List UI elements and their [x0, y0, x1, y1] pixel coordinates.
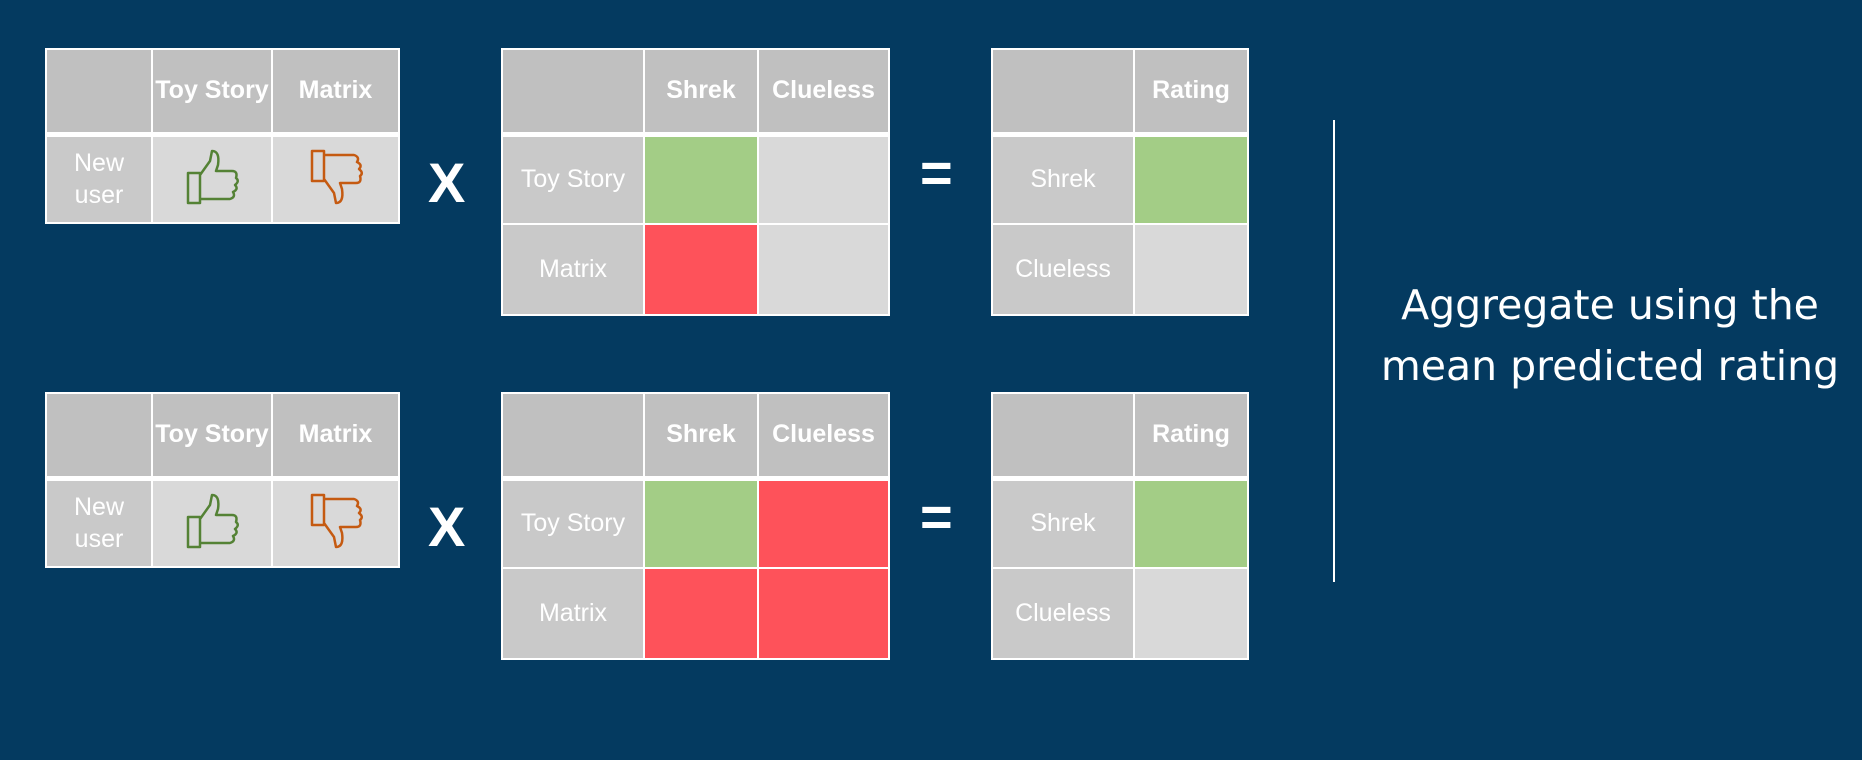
row-label-shrek: Shrek [991, 477, 1135, 569]
thumbs-up-icon [184, 147, 240, 207]
similarity-table-2: Shrek Clueless Toy Story Matrix [501, 392, 890, 660]
row-label-matrix: Matrix [501, 223, 645, 316]
corner-cell [501, 48, 645, 137]
equals-operator: = [920, 141, 953, 204]
col-header-matrix: Matrix [271, 392, 400, 481]
equals-operator: = [920, 485, 953, 548]
row-label-new-user: New user [45, 477, 153, 568]
result-cell-positive [1133, 477, 1249, 569]
multiply-operator: X [428, 495, 466, 558]
multiply-operator: X [428, 151, 466, 214]
corner-cell [991, 48, 1135, 137]
corner-cell [45, 48, 153, 137]
thumbs-up-icon [184, 491, 240, 551]
similarity-cell-positive [643, 477, 759, 569]
user-rating-table-2: Toy Story Matrix New user [45, 392, 400, 568]
caption-line-2: mean predicted rating [1380, 342, 1840, 390]
row-label-toy-story: Toy Story [501, 477, 645, 569]
col-header-rating: Rating [1133, 48, 1249, 137]
row-label-matrix: Matrix [501, 567, 645, 660]
vertical-divider [1333, 120, 1335, 582]
result-cell-positive [1133, 133, 1249, 225]
user-rating-table-1: Toy Story Matrix New user [45, 48, 400, 224]
rating-cell-matrix [271, 477, 400, 568]
similarity-cell-negative [643, 567, 759, 660]
rating-cell-toy-story [151, 477, 273, 568]
row-label-clueless: Clueless [991, 223, 1135, 316]
row-label-toy-story: Toy Story [501, 133, 645, 225]
similarity-cell-empty [757, 223, 890, 316]
similarity-cell-negative [643, 223, 759, 316]
col-header-clueless: Clueless [757, 48, 890, 137]
similarity-cell-positive [643, 133, 759, 225]
similarity-cell-negative [757, 477, 890, 569]
corner-cell [45, 392, 153, 481]
col-header-rating: Rating [1133, 392, 1249, 481]
row-label-new-user: New user [45, 133, 153, 224]
row-label-clueless: Clueless [991, 567, 1135, 660]
thumbs-down-icon [308, 491, 364, 551]
col-header-matrix: Matrix [271, 48, 400, 137]
col-header-toy-story: Toy Story [151, 48, 273, 137]
col-header-shrek: Shrek [643, 392, 759, 481]
result-cell-empty [1133, 223, 1249, 316]
thumbs-down-icon [308, 147, 364, 207]
similarity-cell-empty [757, 133, 890, 225]
similarity-cell-negative [757, 567, 890, 660]
col-header-toy-story: Toy Story [151, 392, 273, 481]
col-header-clueless: Clueless [757, 392, 890, 481]
result-table-1: Rating Shrek Clueless [991, 48, 1249, 316]
caption-line-1: Aggregate using the [1401, 281, 1819, 329]
result-cell-empty [1133, 567, 1249, 660]
row-label-shrek: Shrek [991, 133, 1135, 225]
corner-cell [501, 392, 645, 481]
similarity-table-1: Shrek Clueless Toy Story Matrix [501, 48, 890, 316]
col-header-shrek: Shrek [643, 48, 759, 137]
corner-cell [991, 392, 1135, 481]
result-table-2: Rating Shrek Clueless [991, 392, 1249, 660]
aggregation-caption: Aggregate using the mean predicted ratin… [1380, 275, 1840, 397]
rating-cell-matrix [271, 133, 400, 224]
rating-cell-toy-story [151, 133, 273, 224]
